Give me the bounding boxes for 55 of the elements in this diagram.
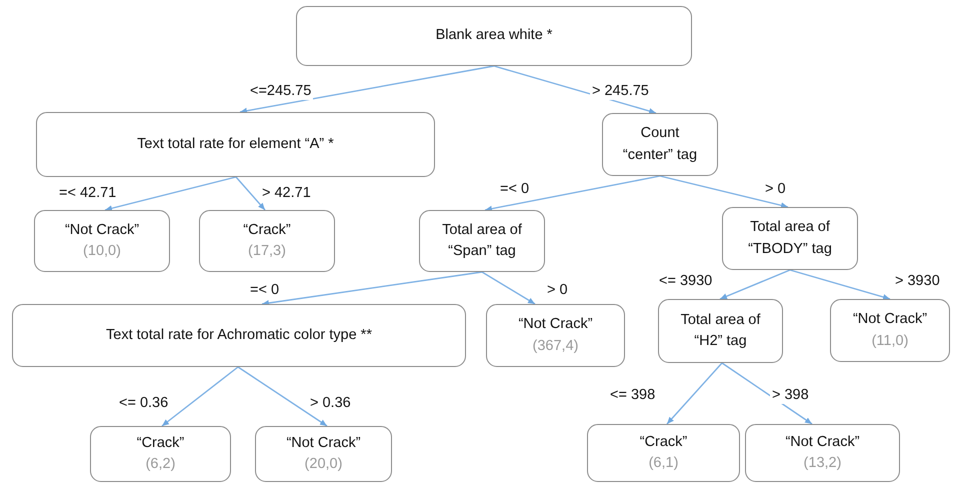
class-label: “Not Crack”	[286, 434, 361, 453]
arrow	[790, 269, 890, 300]
decision-node-box	[602, 113, 718, 176]
leaf-node-box	[34, 210, 170, 272]
sample-count: (11,0)	[872, 332, 908, 350]
arrow	[666, 362, 723, 424]
arrow	[720, 269, 790, 300]
arrow	[660, 175, 788, 208]
class-label: “Not Crack”	[785, 432, 860, 452]
arrow	[484, 175, 660, 212]
sample-count: (17,3)	[248, 242, 286, 261]
decision-node-box	[722, 207, 858, 270]
arrow	[238, 366, 328, 427]
sample-count: (20,0)	[304, 455, 342, 474]
edge-label: > 245.75	[590, 83, 651, 100]
arrow	[262, 271, 482, 306]
split-condition: Blank area white *	[436, 26, 552, 46]
split-condition: Text total rate for Achromatic color type **	[106, 326, 372, 345]
sample-count: (13,2)	[804, 454, 842, 473]
decision-node-box	[419, 210, 545, 272]
leaf-node-box	[745, 424, 900, 482]
arrow	[104, 176, 236, 212]
leaf-node-box	[199, 210, 335, 272]
decision-node-box	[36, 112, 435, 177]
sample-count: (10,0)	[83, 242, 121, 261]
decision-node-box	[12, 304, 466, 367]
sample-count: (367,4)	[532, 336, 578, 356]
class-label: “Not Crack”	[852, 310, 928, 330]
sample-count: (6,1)	[648, 454, 678, 473]
edge-label: > 398	[770, 387, 811, 404]
class-label: “Crack”	[640, 432, 688, 452]
edge-label: <=245.75	[248, 83, 314, 100]
decision-node-box	[658, 299, 783, 363]
arrow	[722, 362, 812, 425]
arrow	[235, 176, 266, 210]
leaf-node-box	[90, 426, 231, 482]
arrow	[482, 271, 536, 305]
decision-node-box	[296, 6, 692, 66]
sample-count: (6,2)	[146, 455, 176, 474]
split-condition: Total area of “TBODY” tag	[747, 218, 833, 258]
arrow	[162, 366, 238, 427]
class-label: “Not Crack”	[518, 315, 593, 334]
leaf-node-box	[587, 424, 740, 482]
split-condition: Text total rate for element “A” *	[137, 134, 334, 154]
split-condition: Total area of “H2” tag	[680, 310, 762, 351]
arrow	[494, 65, 656, 114]
leaf-node-box	[255, 426, 392, 482]
class-label: “Not Crack”	[64, 220, 140, 240]
leaf-node-box	[830, 299, 950, 362]
class-label: “Crack”	[243, 220, 291, 240]
split-condition: Total area of “Span” tag	[441, 220, 523, 261]
class-label: “Crack”	[136, 434, 184, 453]
arrow	[240, 65, 494, 114]
split-condition: Count “center” tag	[622, 124, 698, 164]
leaf-node-box	[486, 304, 625, 367]
